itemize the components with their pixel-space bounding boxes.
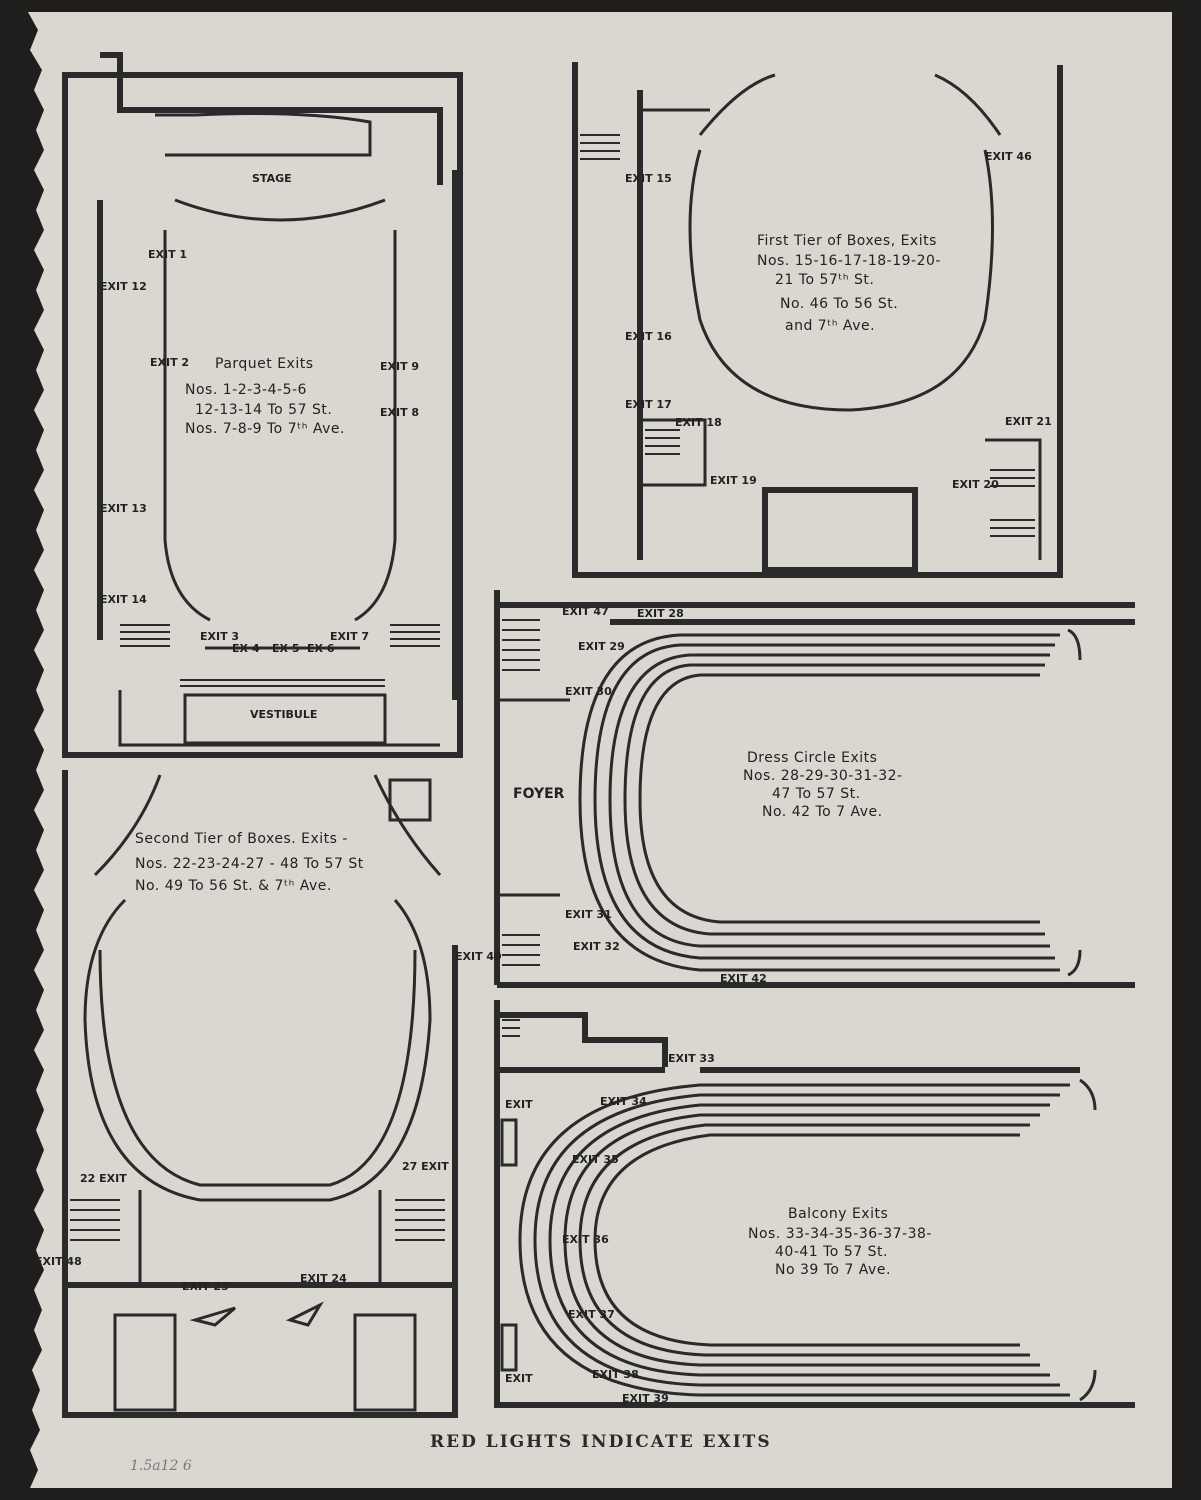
exit-label: EXIT 48 [35, 1255, 82, 1268]
exit-label: EXIT 12 [100, 280, 147, 293]
parquet-exit-labels: EXIT 1 EXIT 2 EXIT 3 EX 4 EX 5 EX 6 EXIT… [100, 248, 419, 655]
exit-label: EXIT 36 [562, 1233, 609, 1246]
exit-label: EXIT 33 [668, 1052, 715, 1065]
balcony-line2: 40-41 To 57 St. [775, 1244, 888, 1260]
exit-label: EXIT 18 [675, 416, 722, 429]
dress-circle-exit-labels: EXIT 47 EXIT 28 EXIT 29 EXIT 30 EXIT 31 … [562, 605, 767, 985]
exit-label: EX 5 [272, 642, 299, 655]
exit-label: EXIT 46 [985, 150, 1032, 163]
exit-label: EXIT 38 [592, 1368, 639, 1381]
first-tier-line1: Nos. 15-16-17-18-19-20- [757, 253, 941, 269]
parquet-title: Parquet Exits [215, 356, 314, 372]
exit-label: EXIT 14 [100, 593, 147, 606]
first-tier-line4: and 7ᵗʰ Ave. [785, 318, 875, 334]
second-tier-exit-labels: 22 EXIT EXIT 23 EXIT 24 27 EXIT EXIT 48 … [35, 950, 502, 1293]
exit-label: EXIT 19 [710, 474, 757, 487]
paper-sheet [28, 12, 1172, 1488]
exit-label: EXIT [505, 1372, 533, 1385]
second-tier-line2: No. 49 To 56 St. & 7ᵗʰ Ave. [135, 878, 332, 894]
exit-label: EXIT 9 [380, 360, 419, 373]
balcony-plan [494, 1000, 1135, 1408]
second-tier-line1: Nos. 22-23-24-27 - 48 To 57 St [135, 856, 364, 872]
foyer-label: FOYER [513, 786, 565, 802]
second-tier-plan [62, 770, 458, 1418]
exit-label: EX 6 [307, 642, 335, 655]
vestibule-label: VESTIBULE [250, 708, 317, 721]
exit-label: 27 EXIT [402, 1160, 449, 1173]
stage-label: STAGE [252, 172, 292, 185]
parquet-line2: 12-13-14 To 57 St. [195, 402, 332, 418]
dress-circle-plan [494, 590, 1135, 988]
exit-label: EXIT 30 [565, 685, 612, 698]
exit-label: EXIT 24 [300, 1272, 347, 1285]
pencil-note: 1.5a12 6 [130, 1458, 192, 1474]
exit-label: 22 EXIT [80, 1172, 127, 1185]
exit-label: EXIT 21 [1005, 415, 1052, 428]
exit-label: EXIT 7 [330, 630, 369, 643]
parquet-line3: Nos. 7-8-9 To 7ᵗʰ Ave. [185, 421, 345, 437]
exit-label: EXIT 39 [622, 1392, 669, 1405]
dress-circle-title: Dress Circle Exits [747, 750, 877, 766]
exit-label: EXIT 16 [625, 330, 672, 343]
exit-label: EXIT 31 [565, 908, 612, 921]
parquet-line1: Nos. 1-2-3-4-5-6 [185, 382, 307, 398]
balcony-line3: No 39 To 7 Ave. [775, 1262, 891, 1278]
balcony-line1: Nos. 33-34-35-36-37-38- [748, 1226, 932, 1242]
exit-label: EXIT 13 [100, 502, 147, 515]
exit-label: EXIT 8 [380, 406, 419, 419]
first-tier-line3: No. 46 To 56 St. [780, 296, 898, 312]
exit-label: EXIT 20 [952, 478, 999, 491]
parquet-plan [62, 52, 463, 758]
first-tier-title: First Tier of Boxes, Exits [757, 233, 937, 249]
exit-label: EXIT 35 [572, 1153, 619, 1166]
exit-label: EXIT 42 [720, 972, 767, 985]
dress-circle-line3: No. 42 To 7 Ave. [762, 804, 883, 820]
exit-label: EXIT 15 [625, 172, 672, 185]
exit-label: EXIT 37 [568, 1308, 615, 1321]
stairs [120, 624, 440, 687]
balcony-title: Balcony Exits [788, 1206, 888, 1222]
exits-caption: RED LIGHTS INDICATE EXITS [430, 1432, 772, 1452]
exit-label: EXIT 1 [148, 248, 187, 261]
exit-label: EXIT 32 [573, 940, 620, 953]
stairs [502, 1019, 520, 1037]
stairs [580, 134, 1035, 537]
exit-label: EXIT 23 [182, 1280, 229, 1293]
exit-label: EXIT 17 [625, 398, 672, 411]
exit-label: EXIT 34 [600, 1095, 647, 1108]
first-tier-exit-labels: EXIT 15 EXIT 16 EXIT 17 EXIT 18 EXIT 19 … [625, 150, 1052, 491]
exit-label: EX 4 [232, 642, 260, 655]
first-tier-line2: 21 To 57ᵗʰ St. [775, 272, 874, 288]
dress-circle-line1: Nos. 28-29-30-31-32- [743, 768, 903, 784]
second-tier-title: Second Tier of Boxes. Exits - [135, 831, 348, 847]
exit-label: EXIT 3 [200, 630, 239, 643]
exit-label: EXIT 2 [150, 356, 189, 369]
exit-label: EXIT [505, 1098, 533, 1111]
exit-label: EXIT 28 [637, 607, 684, 620]
stairs [502, 619, 540, 966]
first-tier-plan [572, 62, 1063, 578]
exit-label: EXIT 47 [562, 605, 609, 618]
exit-label: EXIT 49 [455, 950, 502, 963]
stairs [70, 1199, 445, 1241]
dress-circle-line2: 47 To 57 St. [772, 786, 861, 802]
exit-label: EXIT 29 [578, 640, 625, 653]
balcony-exit-labels: EXIT 33 EXIT 34 EXIT 35 EXIT 36 EXIT 37 … [505, 1052, 715, 1405]
